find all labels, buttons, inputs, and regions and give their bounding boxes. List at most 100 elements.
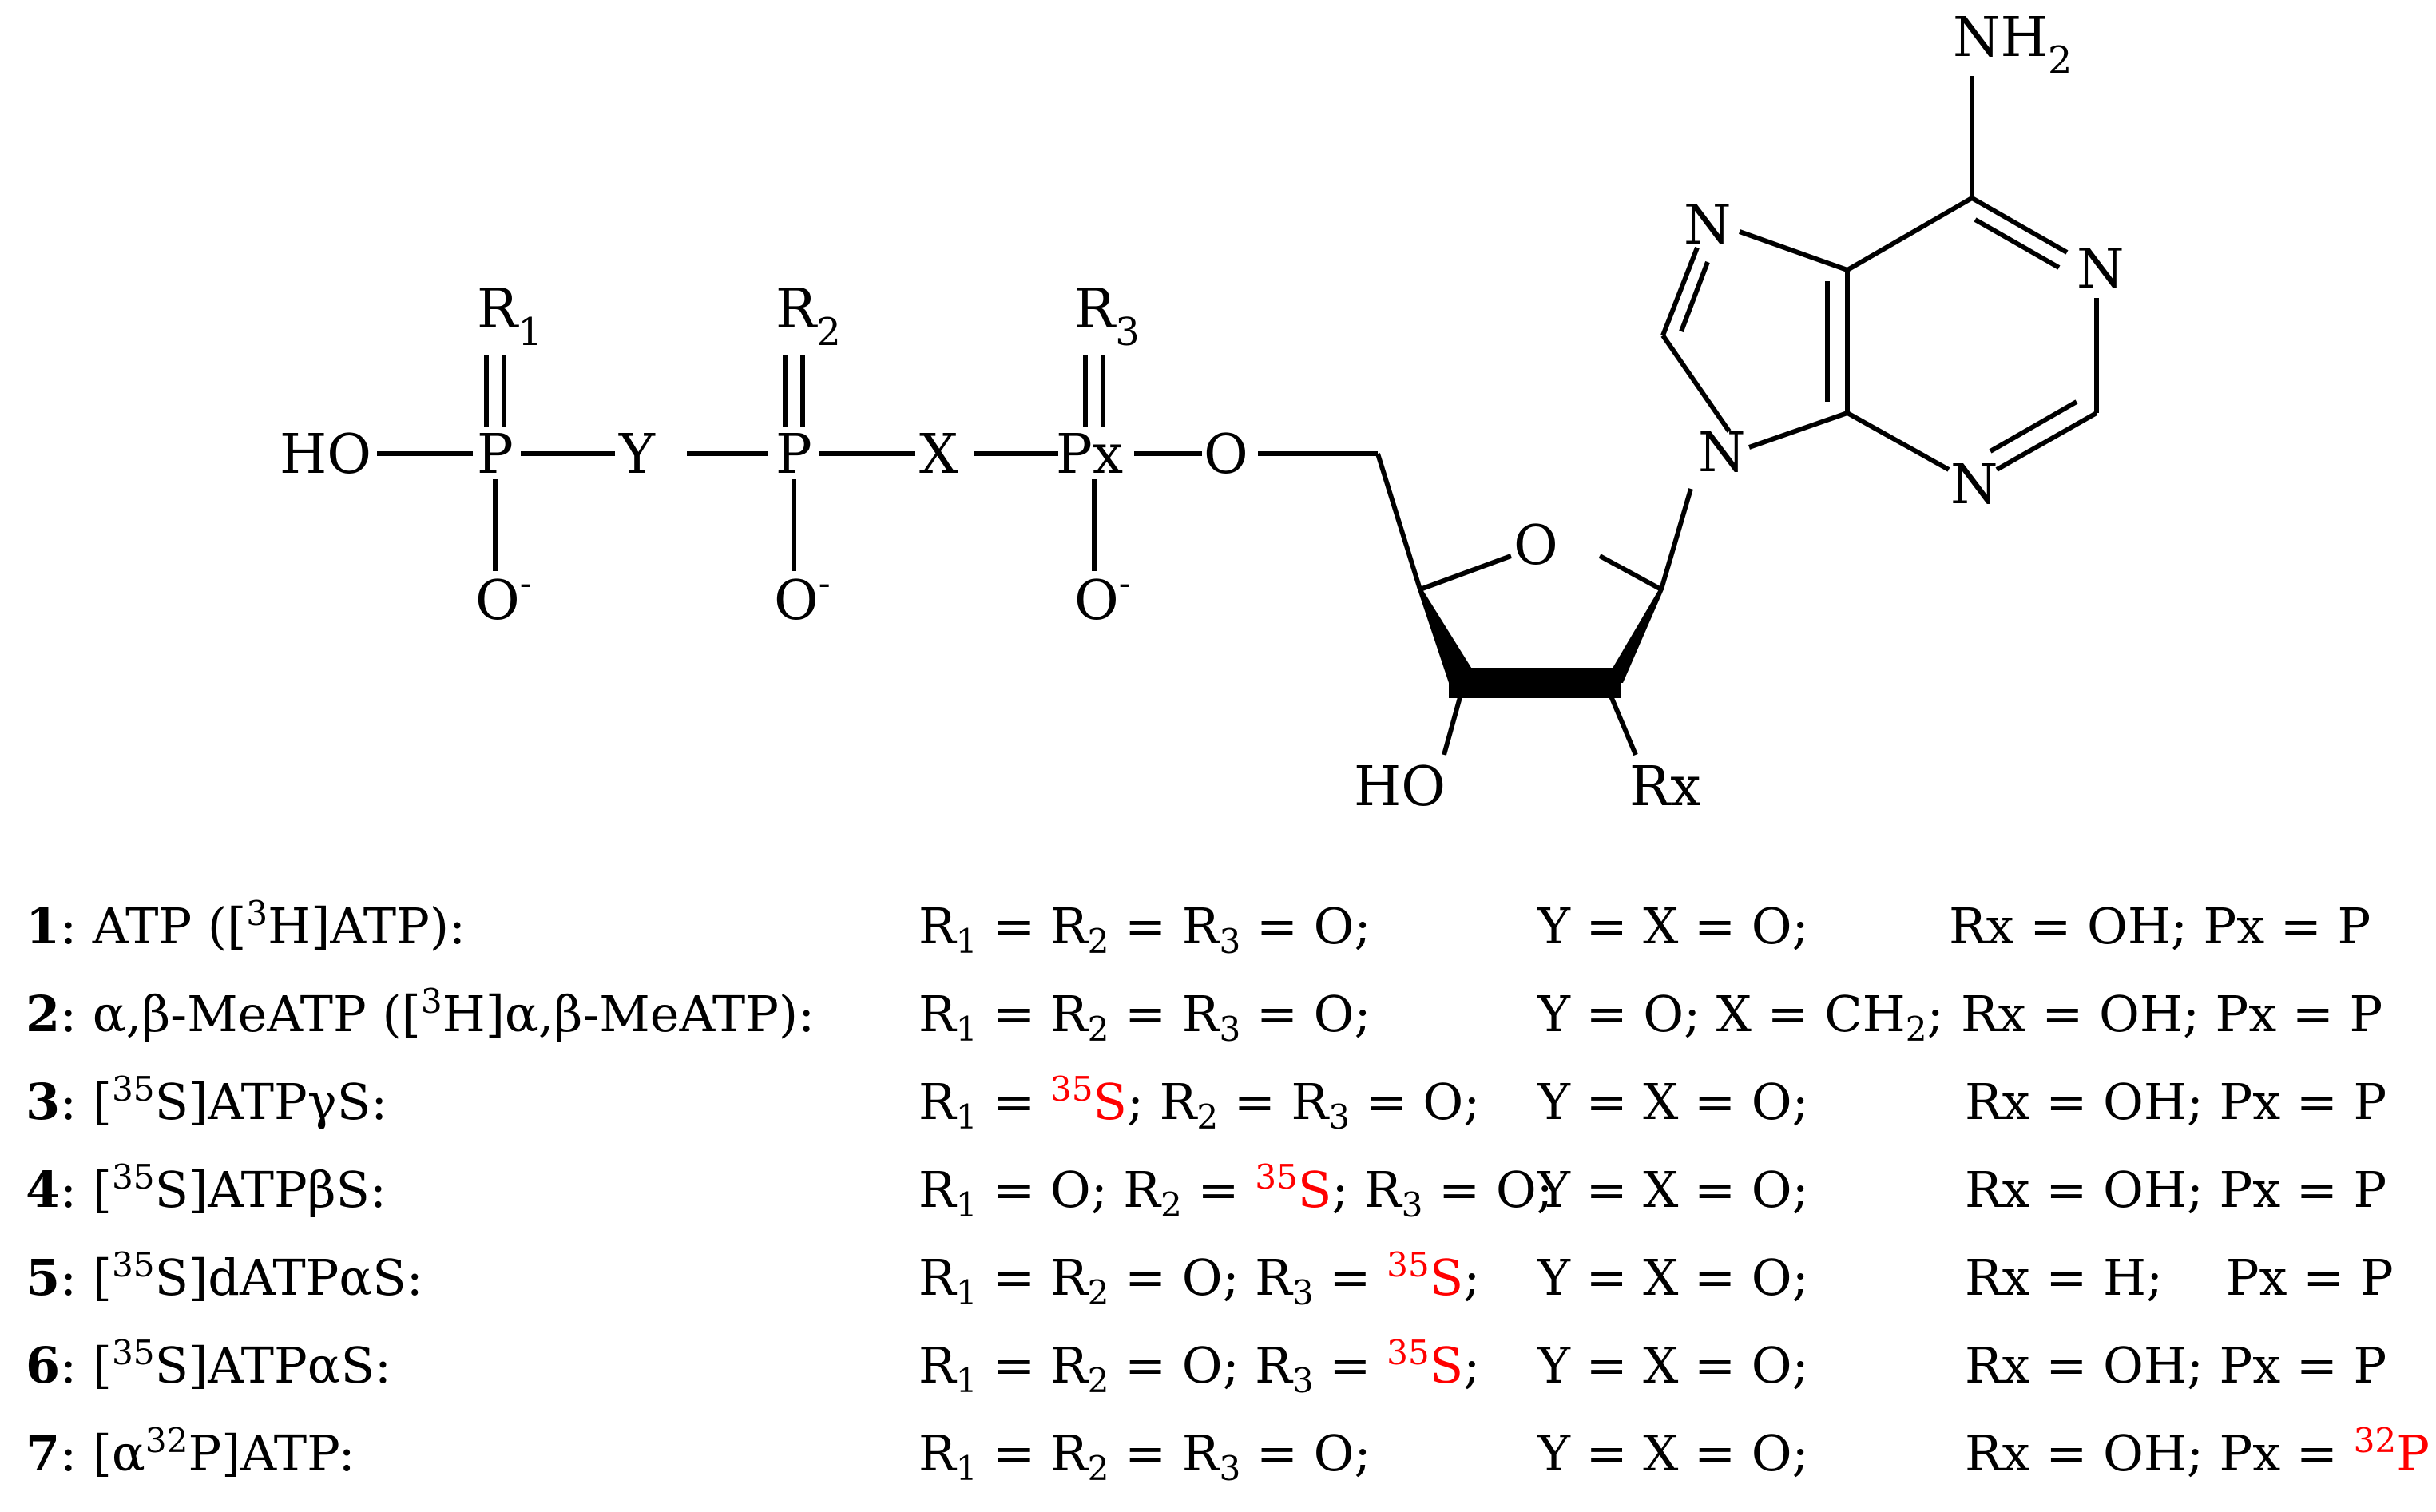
text-segment: R — [918, 897, 956, 955]
isotope-label: S — [1429, 1336, 1464, 1395]
o-minus-2-label: O- — [774, 563, 831, 633]
phosphorus-2-label: P — [776, 423, 812, 486]
yx-bridges: Y = X = O; — [1537, 1322, 1809, 1410]
rx-px-values: Rx = OH; Px = P — [1965, 1146, 2386, 1234]
text-segment: H]ATP): — [268, 897, 466, 955]
text-segment: S]dATPαS: — [154, 1248, 423, 1307]
sub-script: 1 — [955, 1097, 978, 1137]
text-segment: R — [918, 1424, 956, 1482]
text-segment: = — [1181, 1161, 1256, 1219]
text-segment: = — [977, 1073, 1050, 1131]
compound-name: 5: [35S]dATPαS: — [26, 1234, 423, 1322]
text-segment: = R — [977, 985, 1088, 1043]
sup-script: 3 — [420, 981, 442, 1021]
phosphorus-1-label: P — [477, 423, 514, 486]
sub-script: 3 — [1328, 1097, 1351, 1137]
r-substituents: R1 = R2 = O; R3 = 35S; — [918, 1234, 1480, 1322]
text-segment: = O; R — [1109, 1248, 1292, 1307]
compound-row: 3: [35S]ATPγS: R1 = 35S; R2 = R3 = O; Y … — [0, 1058, 2436, 1146]
text-segment: R — [918, 985, 956, 1043]
ho-sugar-label: HO — [1354, 756, 1446, 819]
text-segment: = R — [1109, 1424, 1220, 1482]
compound-number: 3 — [26, 1073, 61, 1131]
o-minus-1-label: O- — [475, 563, 532, 633]
text-segment: ; — [1463, 1248, 1481, 1307]
sup-script: 35 — [111, 1069, 155, 1109]
compound-number: 7 — [26, 1424, 61, 1482]
r1-label: R1 — [477, 278, 542, 355]
compound-name: 4: [35S]ATPβS: — [26, 1146, 387, 1234]
rx-px-values: Rx = OH; Px = P — [1965, 1322, 2386, 1410]
sub-script: 3 — [1291, 1272, 1314, 1312]
text-segment: = R — [977, 897, 1088, 955]
isotope-label: S — [1429, 1248, 1464, 1307]
n1-label: N — [2077, 238, 2125, 301]
compound-name: 2: α,β-MeATP ([3H]α,β-MeATP): — [26, 970, 815, 1058]
sup-script: 35 — [111, 1244, 155, 1284]
rx-label: Rx — [1629, 756, 1701, 819]
yx-bridges: Y = X = O; — [1537, 883, 1809, 970]
text-segment: = R — [1109, 985, 1220, 1043]
o-linker-label: O — [1204, 423, 1248, 486]
text-segment: Y = X = O; — [1537, 1248, 1809, 1307]
text-segment: : α,β-MeATP ([ — [60, 985, 421, 1043]
y-bridge-label: Y — [618, 423, 656, 486]
rx-px-values: Rx = OH; Px = P — [1961, 970, 2382, 1058]
compound-number: 4 — [26, 1161, 61, 1219]
sup-script: 32 — [145, 1420, 188, 1460]
isotope-label: 35 — [1049, 1069, 1093, 1109]
text-segment: Y = X = O; — [1537, 897, 1809, 955]
text-segment: Rx = OH; Px = P — [1961, 985, 2383, 1043]
r2-label: R2 — [776, 278, 841, 355]
text-segment: Rx = OH; Px = — [1965, 1424, 2354, 1482]
compound-number: 6 — [26, 1336, 61, 1395]
compound-name: 1: ATP ([3H]ATP): — [26, 883, 466, 970]
sub-script: 3 — [1291, 1360, 1314, 1400]
ho-phosphate-label: HO — [280, 423, 371, 486]
text-segment: = — [1313, 1248, 1387, 1307]
text-segment: = R — [977, 1424, 1088, 1482]
text-segment: Rx = OH; Px = P — [1965, 1336, 2387, 1395]
text-segment: : [α — [60, 1424, 145, 1482]
text-segment: Y = O; X = CH — [1537, 985, 1906, 1043]
sup-script: 3 — [246, 893, 268, 933]
text-segment: = R — [1109, 897, 1220, 955]
r3-label: R3 — [1074, 278, 1140, 355]
isotope-label: 35 — [1255, 1157, 1298, 1197]
text-segment: R — [918, 1161, 956, 1219]
text-segment: = O; — [1240, 897, 1371, 955]
isotope-label: S — [1093, 1073, 1128, 1131]
n9-label: N — [1698, 422, 1746, 485]
text-segment: Rx = OH; Px = P — [1965, 1161, 2387, 1219]
text-segment: Y = X = O; — [1537, 1336, 1809, 1395]
text-segment: S]ATPγS: — [154, 1073, 388, 1131]
r-substituents: R1 = R2 = R3 = O; — [918, 1410, 1371, 1498]
x-bridge-label: X — [919, 423, 958, 486]
sup-script: 35 — [111, 1332, 155, 1372]
isotope-label: 32 — [2353, 1420, 2397, 1460]
rx-px-values: Rx = H; Px = P — [1965, 1234, 2394, 1322]
text-segment: Rx = OH; Px = P — [1965, 1073, 2387, 1131]
r-substituents: R1 = 35S; R2 = R3 = O; — [918, 1058, 1480, 1146]
compound-row: 7: [α32P]ATP: R1 = R2 = R3 = O; Y = X = … — [0, 1410, 2436, 1498]
text-segment: = R — [977, 1336, 1088, 1395]
text-segment: R — [918, 1336, 956, 1395]
text-segment: Y = X = O; — [1537, 1424, 1809, 1482]
text-segment: : [ — [60, 1336, 112, 1395]
sub-script: 2 — [1087, 1272, 1109, 1312]
sub-script: 1 — [955, 1272, 978, 1312]
sub-script: 2 — [1087, 1009, 1109, 1049]
text-segment: Rx = H; Px = P — [1965, 1248, 2394, 1307]
sub-script: 2 — [1087, 1448, 1109, 1488]
sup-script: 35 — [111, 1157, 155, 1197]
sub-script: 2 — [1160, 1185, 1182, 1224]
r-substituents: R1 = R2 = O; R3 = 35S; — [918, 1322, 1480, 1410]
yx-bridges: Y = O; X = CH2; — [1537, 970, 1943, 1058]
text-segment: Rx = OH; Px = P — [1949, 897, 2371, 955]
text-segment: P]ATP: — [188, 1424, 355, 1482]
isotope-label: S — [1297, 1161, 1332, 1219]
sub-script: 2 — [1087, 1360, 1109, 1400]
compound-row: 1: ATP ([3H]ATP): R1 = R2 = R3 = O; Y = … — [0, 883, 2436, 970]
sub-script: 2 — [1196, 1097, 1219, 1137]
text-segment: ; — [1463, 1336, 1481, 1395]
